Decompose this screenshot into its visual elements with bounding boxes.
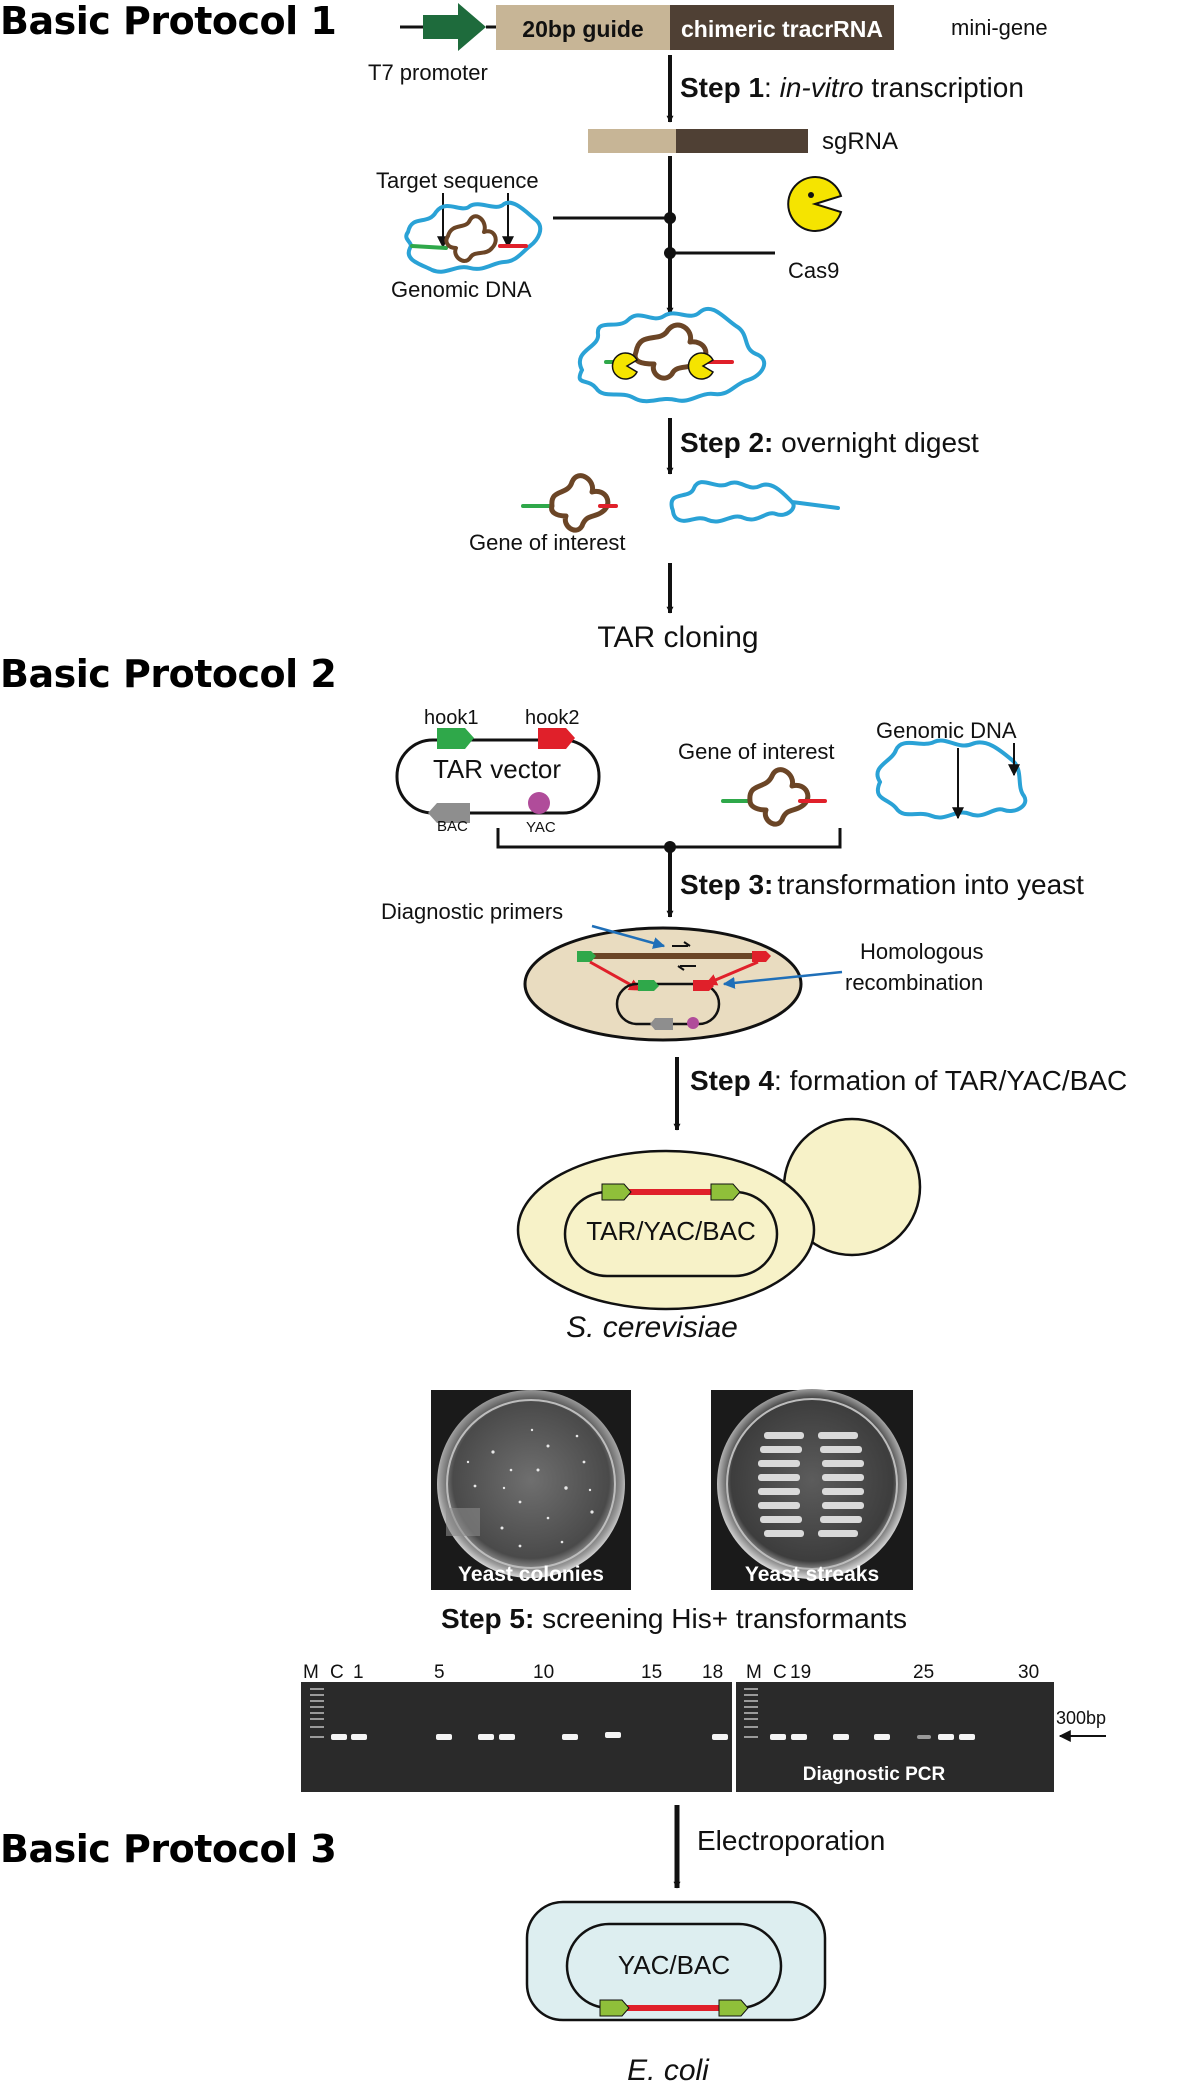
homologous-label: Homologous	[860, 939, 984, 964]
gel-right: Diagnostic PCR	[736, 1682, 1054, 1792]
step5-label: Step 5: screening His+ transformants	[441, 1603, 907, 1634]
tracr-label: chimeric tracrRNA	[681, 16, 883, 42]
cas9-icon	[787, 176, 843, 232]
p2-gene-of-interest	[721, 767, 827, 827]
hook2-label: hook2	[525, 707, 580, 729]
yeast-colonies-plate: Yeast colonies	[431, 1390, 631, 1590]
gel-left-bands	[331, 1732, 728, 1740]
p2-genomic-dna-blob	[875, 738, 1028, 820]
cas9-bound-right-icon	[687, 352, 714, 380]
step3-label: Step 3:transformation into yeast	[680, 869, 1084, 900]
protocol-2-heading: Basic Protocol 2	[0, 652, 337, 696]
lane-label-19: 19	[790, 1662, 811, 1683]
mini-gene-label: mini-gene	[951, 15, 1048, 40]
cas9-dna-complex	[577, 306, 767, 404]
diagnostic-primers-label: Diagnostic primers	[381, 899, 563, 924]
colony-dots	[466, 1428, 594, 1548]
recombination-label: recombination	[845, 970, 983, 995]
lane-label-10: 10	[533, 1662, 554, 1683]
gel-left	[301, 1682, 732, 1792]
tar-vector: hook1 hook2 TAR vector BAC YAC	[395, 707, 601, 836]
t7-promoter-label: T7 promoter	[368, 60, 488, 85]
step4-label: Step 4: formation of TAR/YAC/BAC	[690, 1065, 1127, 1096]
hook2-icon	[538, 728, 575, 749]
lane-label-M-left: M	[303, 1662, 319, 1683]
bac-label: BAC	[437, 818, 468, 835]
tar-cloning-label: TAR cloning	[597, 621, 758, 654]
yac-label: YAC	[526, 819, 556, 836]
yeast-streaks-plate: Yeast streaks	[711, 1389, 913, 1590]
yeast-streaks-label: Yeast streaks	[745, 1563, 879, 1586]
cas9-label: Cas9	[788, 258, 839, 283]
size-marker-label: 300bp	[1056, 1708, 1106, 1728]
lane-label-25: 25	[913, 1662, 934, 1683]
hook1-icon	[437, 728, 474, 749]
ecoli-cell: YAC/BAC	[525, 1900, 827, 2022]
yeast-colonies-label: Yeast colonies	[458, 1563, 604, 1586]
tar-yac-bac-label: TAR/YAC/BAC	[586, 1216, 756, 1246]
sgrna-bar: sgRNA	[588, 128, 898, 155]
lane-label-C-left: C	[330, 1662, 344, 1683]
lane-label-M-right: M	[746, 1662, 762, 1683]
hook1-label: hook1	[424, 707, 479, 729]
t7-promoter-arrow-icon	[423, 3, 486, 51]
recombination-contents	[577, 941, 771, 1030]
yac-bac-label: YAC/BAC	[618, 1950, 730, 1980]
ladder-right	[744, 1688, 758, 1738]
budding-yeast-cell: TAR/YAC/BAC	[516, 1117, 922, 1311]
step1-label: Step 1: in-vitro transcription	[680, 72, 1024, 103]
lane-label-1: 1	[353, 1662, 364, 1683]
gel-right-bands	[770, 1734, 975, 1740]
guide-label: 20bp guide	[522, 16, 643, 42]
mini-gene-construct: 20bp guide chimeric tracrRNA mini-gene T…	[368, 3, 1048, 85]
gel-left-lane-labels: M C 1 5 10 15 18	[303, 1662, 723, 1683]
gel-right-lane-labels: M C 19 25 30	[746, 1662, 1039, 1683]
p2-gene-of-interest-label: Gene of interest	[678, 739, 835, 764]
lane-label-18: 18	[702, 1662, 723, 1683]
merge-connectors	[553, 156, 775, 315]
genomic-dna-blob	[404, 200, 543, 274]
e-coli-label: E. coli	[627, 2054, 710, 2087]
target-sequence-label: Target sequence	[376, 168, 539, 193]
sgrna-label: sgRNA	[822, 128, 898, 155]
genomic-dna-label: Genomic DNA	[391, 277, 532, 302]
protocol-3-heading: Basic Protocol 3	[0, 1827, 337, 1871]
streak-pattern	[758, 1432, 864, 1537]
lane-label-30: 30	[1018, 1662, 1039, 1683]
yac-marker-icon	[528, 792, 550, 814]
lane-label-C-right: C	[773, 1662, 787, 1683]
p2-genomic-dna-label: Genomic DNA	[876, 718, 1017, 743]
ladder-left	[310, 1688, 324, 1738]
bac-marker-icon	[428, 803, 470, 823]
diagnostic-pcr-label: Diagnostic PCR	[803, 1764, 946, 1785]
gene-of-interest-label: Gene of interest	[469, 530, 626, 555]
s-cerevisiae-label: S. cerevisiae	[566, 1311, 738, 1344]
guide-segment	[496, 5, 670, 50]
protocol-1-heading: Basic Protocol 1	[0, 0, 337, 43]
lane-label-5: 5	[434, 1662, 445, 1683]
genomic-dna-remainder	[669, 480, 840, 524]
tar-vector-label: TAR vector	[433, 754, 561, 784]
tracr-segment	[670, 5, 894, 50]
step2-label: Step 2: overnight digest	[680, 427, 979, 458]
gene-of-interest-fragment	[521, 473, 618, 533]
electroporation-label: Electroporation	[697, 1825, 885, 1856]
lane-label-15: 15	[641, 1662, 662, 1683]
cas9-bound-left-icon	[611, 352, 638, 380]
